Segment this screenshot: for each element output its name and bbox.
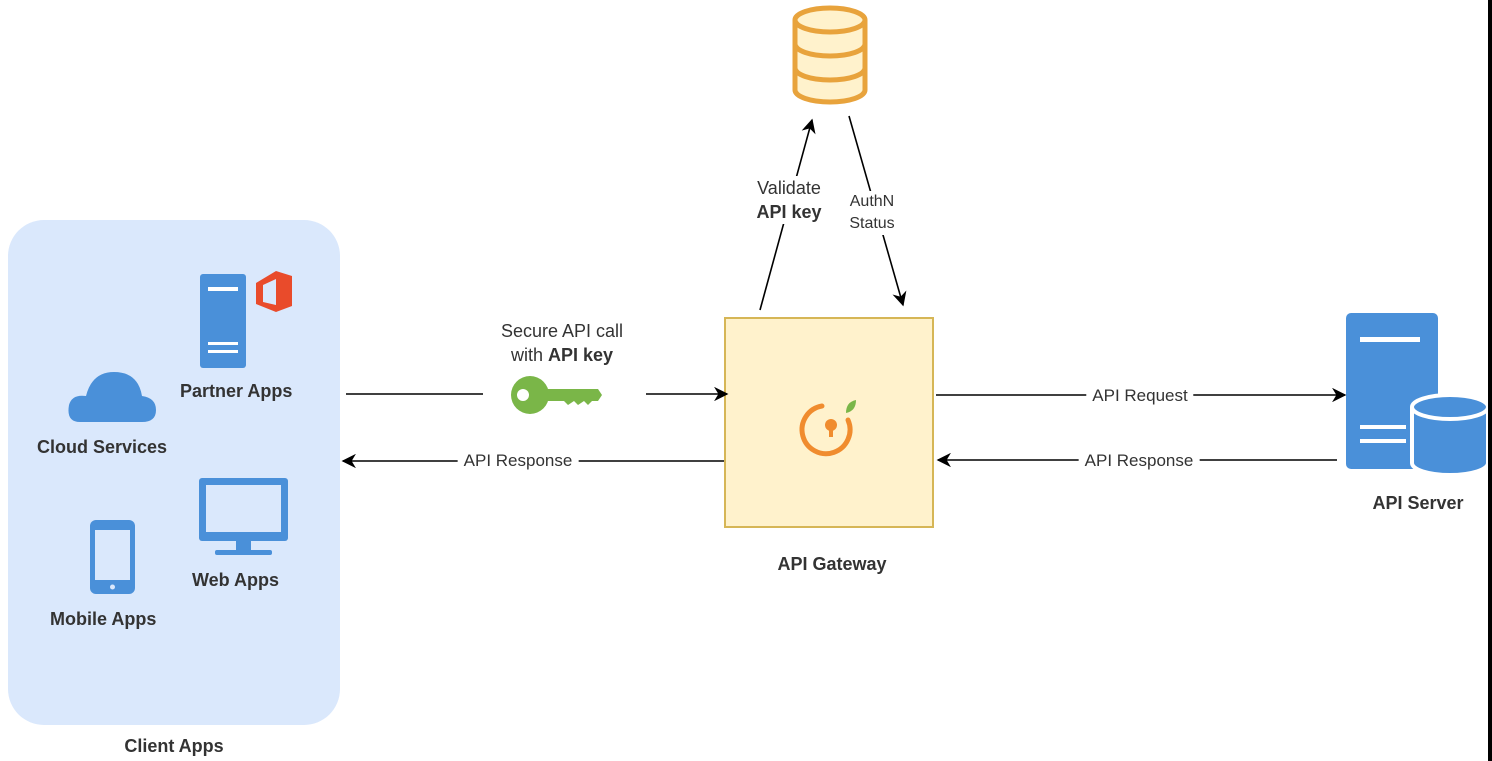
server-database-icon [1346, 313, 1490, 477]
database-icon [792, 5, 868, 105]
api-request-label: API Request [1086, 386, 1194, 406]
partner-apps-label: Partner Apps [180, 381, 293, 401]
api-server-label: API Server [1372, 493, 1464, 513]
validate-label: Validate API key [752, 176, 826, 224]
authn-label: AuthN Status [846, 191, 898, 235]
authn-label-line1: AuthN [849, 193, 895, 210]
secure-call-label-prefix: with [510, 345, 548, 365]
validate-label-line2: API key [756, 202, 822, 222]
window-edge [1488, 0, 1492, 761]
secure-call-label-line1: Secure API call [500, 321, 624, 341]
gateway-lock-icon [799, 400, 856, 457]
server-response-label: API Response [1078, 451, 1200, 471]
office-icon [256, 271, 292, 312]
server-icon [200, 274, 246, 368]
key-icon [511, 376, 602, 414]
client-response-label: API Response [457, 451, 579, 471]
authn-label-line2: Status [849, 215, 895, 232]
api-gateway-label: API Gateway [777, 554, 887, 574]
validate-label-line1: Validate [757, 178, 821, 198]
cloud-services-label: Cloud Services [37, 437, 168, 457]
secure-call-label-bold: API key [547, 345, 614, 365]
mobile-phone-icon [90, 520, 135, 594]
secure-call-label-line2: with API key [501, 343, 623, 367]
mobile-apps-label: Mobile Apps [50, 609, 157, 629]
web-apps-label: Web Apps [192, 570, 280, 590]
cloud-icon [68, 372, 156, 422]
secure-call-label: Secure API call with API key [501, 319, 623, 367]
client-apps-title: Client Apps [124, 736, 224, 756]
monitor-icon [199, 478, 288, 555]
